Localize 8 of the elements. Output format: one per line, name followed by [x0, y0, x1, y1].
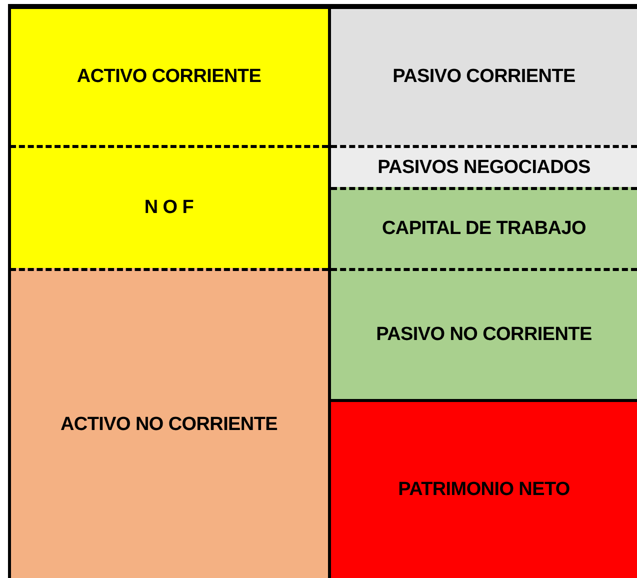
asset-block: N O F — [10, 145, 328, 268]
liability-block: PASIVO CORRIENTE — [331, 6, 637, 145]
liability-block: PASIVOS NEGOCIADOS — [331, 145, 637, 187]
asset-block: ACTIVO CORRIENTE — [10, 6, 328, 145]
equity-block: PATRIMONIO NETO — [331, 399, 637, 578]
liability-block: PASIVO NO CORRIENTE — [331, 268, 637, 399]
asset-block: ACTIVO NO CORRIENTE — [10, 268, 328, 578]
liability-block: CAPITAL DE TRABAJO — [331, 187, 637, 268]
